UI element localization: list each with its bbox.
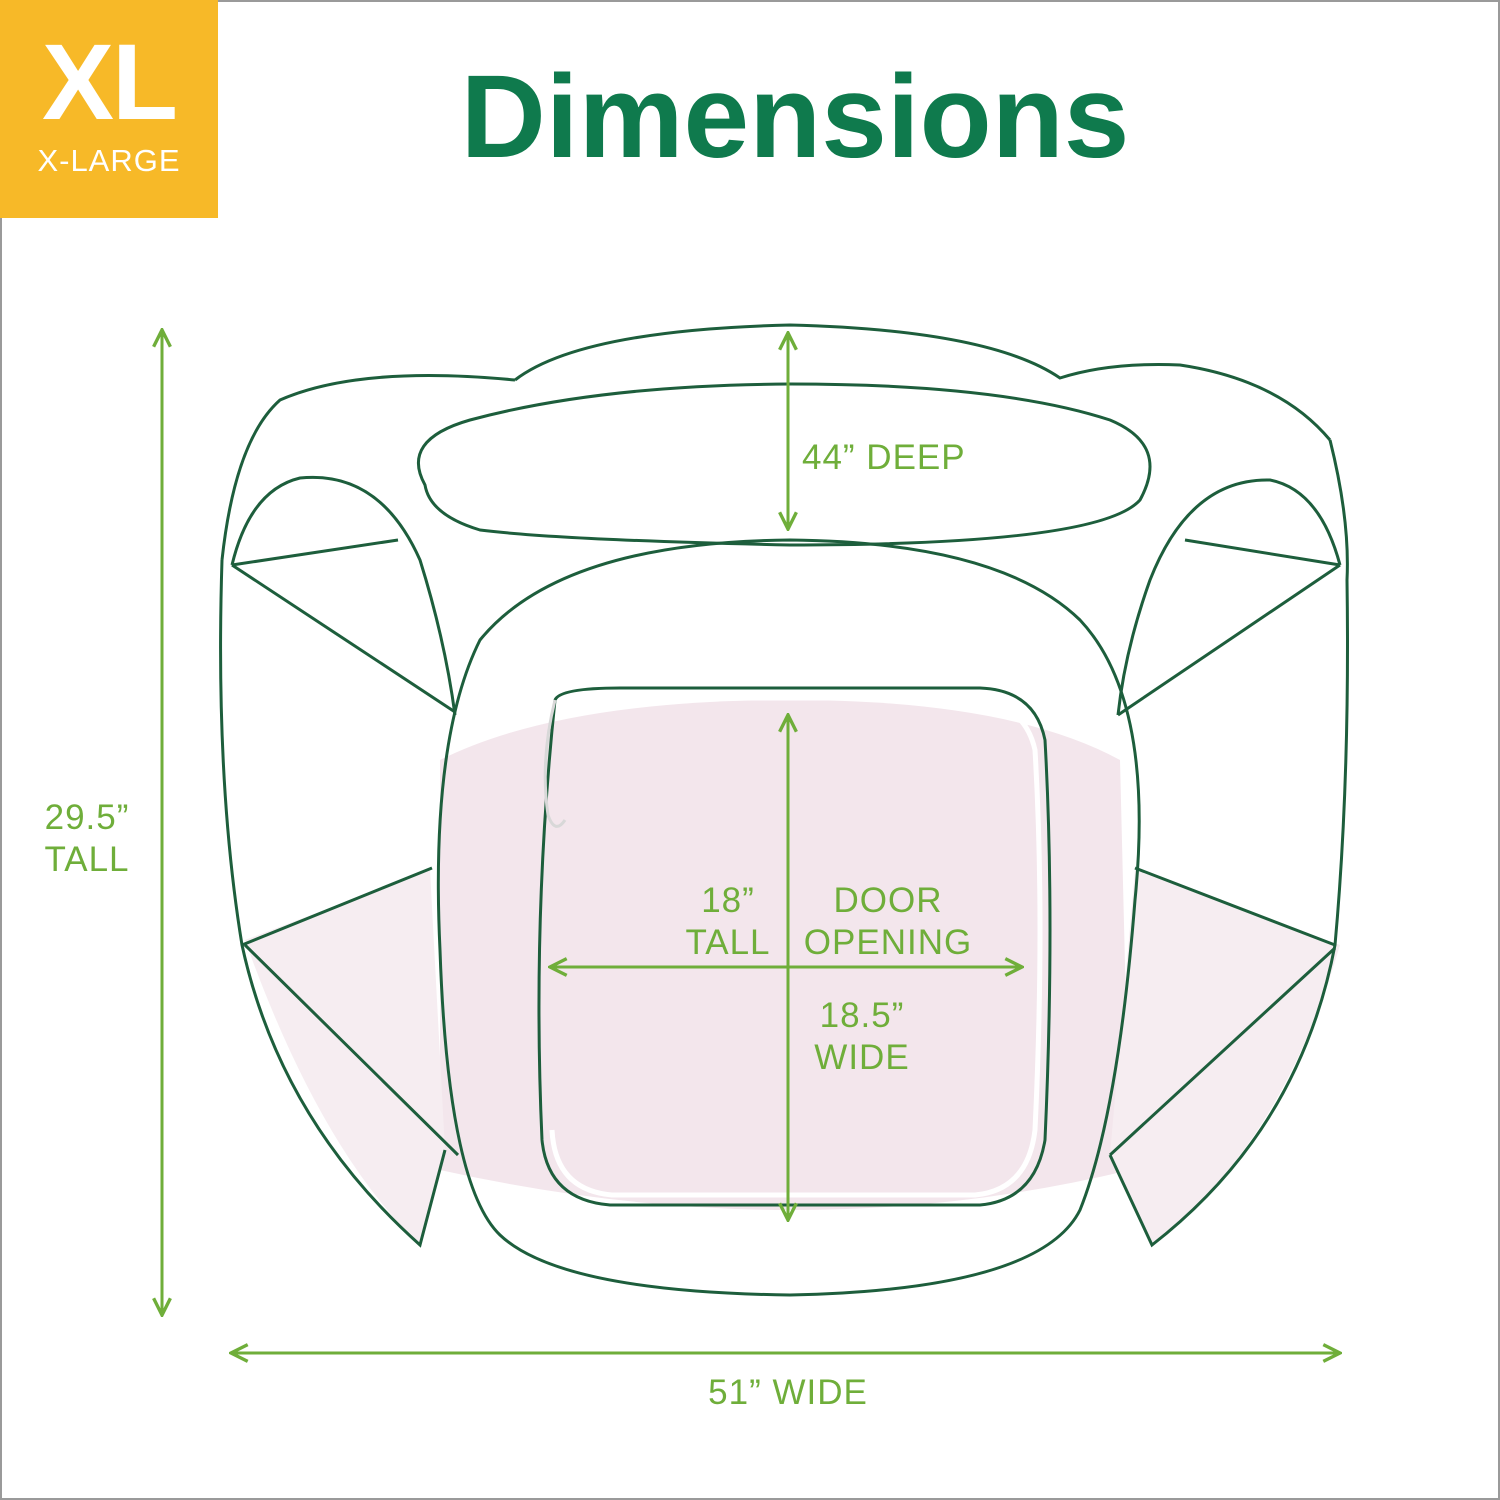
door-wide-value: 18.5” xyxy=(819,996,905,1035)
left-panel-line-1 xyxy=(231,563,456,714)
door-zipper xyxy=(549,695,1043,1198)
door-wide-label: 18.5” WIDE xyxy=(800,995,924,1079)
right-panel-line-1 xyxy=(1117,563,1341,717)
left-panel-line-2 xyxy=(231,538,399,567)
door-frame xyxy=(537,686,1052,1207)
front-panel-outer xyxy=(436,538,1141,1297)
right-panel-line-3 xyxy=(1134,866,1336,947)
side-floor-right xyxy=(1110,870,1340,1245)
height-text: TALL xyxy=(44,840,130,879)
page-title: Dimensions xyxy=(460,51,1130,183)
door-opening-line1: DOOR xyxy=(833,881,943,920)
door-opening-label: DOOR OPENING xyxy=(800,880,976,964)
playpen-illustration xyxy=(219,323,1349,1297)
height-value: 29.5” xyxy=(44,798,130,837)
door-tall-text: TALL xyxy=(685,923,771,962)
right-panel-outer xyxy=(1108,439,1349,1248)
size-badge: XL X-LARGE xyxy=(0,0,218,218)
top-left-panel xyxy=(220,374,516,561)
door-pull-loop xyxy=(543,699,567,828)
door-tall-label: 18” TALL xyxy=(676,880,780,964)
right-panel-arch xyxy=(1116,478,1342,716)
door-tall-value: 18” xyxy=(701,881,755,920)
width-label: 51” WIDE xyxy=(708,1373,868,1412)
depth-label: 44” DEEP xyxy=(802,438,966,477)
right-panel-line-4 xyxy=(1108,946,1337,1157)
floor-fill xyxy=(440,700,1130,1210)
side-floor-left xyxy=(245,870,445,1245)
left-panel-arch xyxy=(230,475,457,716)
door-opening-line2: OPENING xyxy=(803,923,973,962)
height-label: 29.5” TALL xyxy=(22,797,152,881)
badge-subtitle: X-LARGE xyxy=(37,143,181,178)
left-panel-line-3 xyxy=(241,866,433,947)
dimension-lines xyxy=(162,332,1338,1353)
right-panel-line-2 xyxy=(1184,538,1341,567)
left-panel-line-4 xyxy=(243,943,460,1157)
top-back-panel xyxy=(514,323,1332,441)
badge-size-text: XL xyxy=(41,21,178,142)
door-wide-text: WIDE xyxy=(814,1038,910,1077)
top-opening xyxy=(416,382,1152,547)
